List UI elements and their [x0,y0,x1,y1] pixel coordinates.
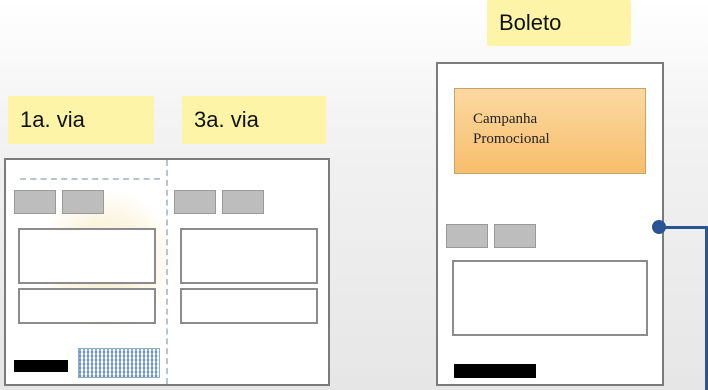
connector-line-horizontal [662,226,708,229]
authentication-stamp [78,348,160,378]
boleto-field-box [452,260,648,336]
connector-line-vertical [705,226,708,390]
field-small-2 [62,190,104,214]
field-box-3 [180,228,318,284]
boleto-barcode-block [454,364,536,378]
perforation-line-vertical [166,160,168,384]
field-box-1 [18,228,156,284]
carne-document [4,158,330,386]
promo-text-line2: Promocional [473,131,550,147]
field-box-2 [18,288,156,324]
boleto-field-small-1 [446,224,488,248]
label-boleto: Boleto [487,0,631,46]
field-small-3 [174,190,216,214]
boleto-field-small-2 [494,224,536,248]
perforation-line-top [20,178,160,180]
promo-text-line1: Campanha [473,111,538,127]
field-small-4 [222,190,264,214]
label-3a-via: 3a. via [182,96,326,144]
promo-area: Campanha Promocional [454,88,646,174]
field-box-4 [180,288,318,324]
boleto-document: Campanha Promocional [436,62,664,386]
label-1a-via: 1a. via [8,96,154,144]
field-small-1 [14,190,56,214]
barcode-block [14,360,68,372]
connector-dot [652,220,666,234]
